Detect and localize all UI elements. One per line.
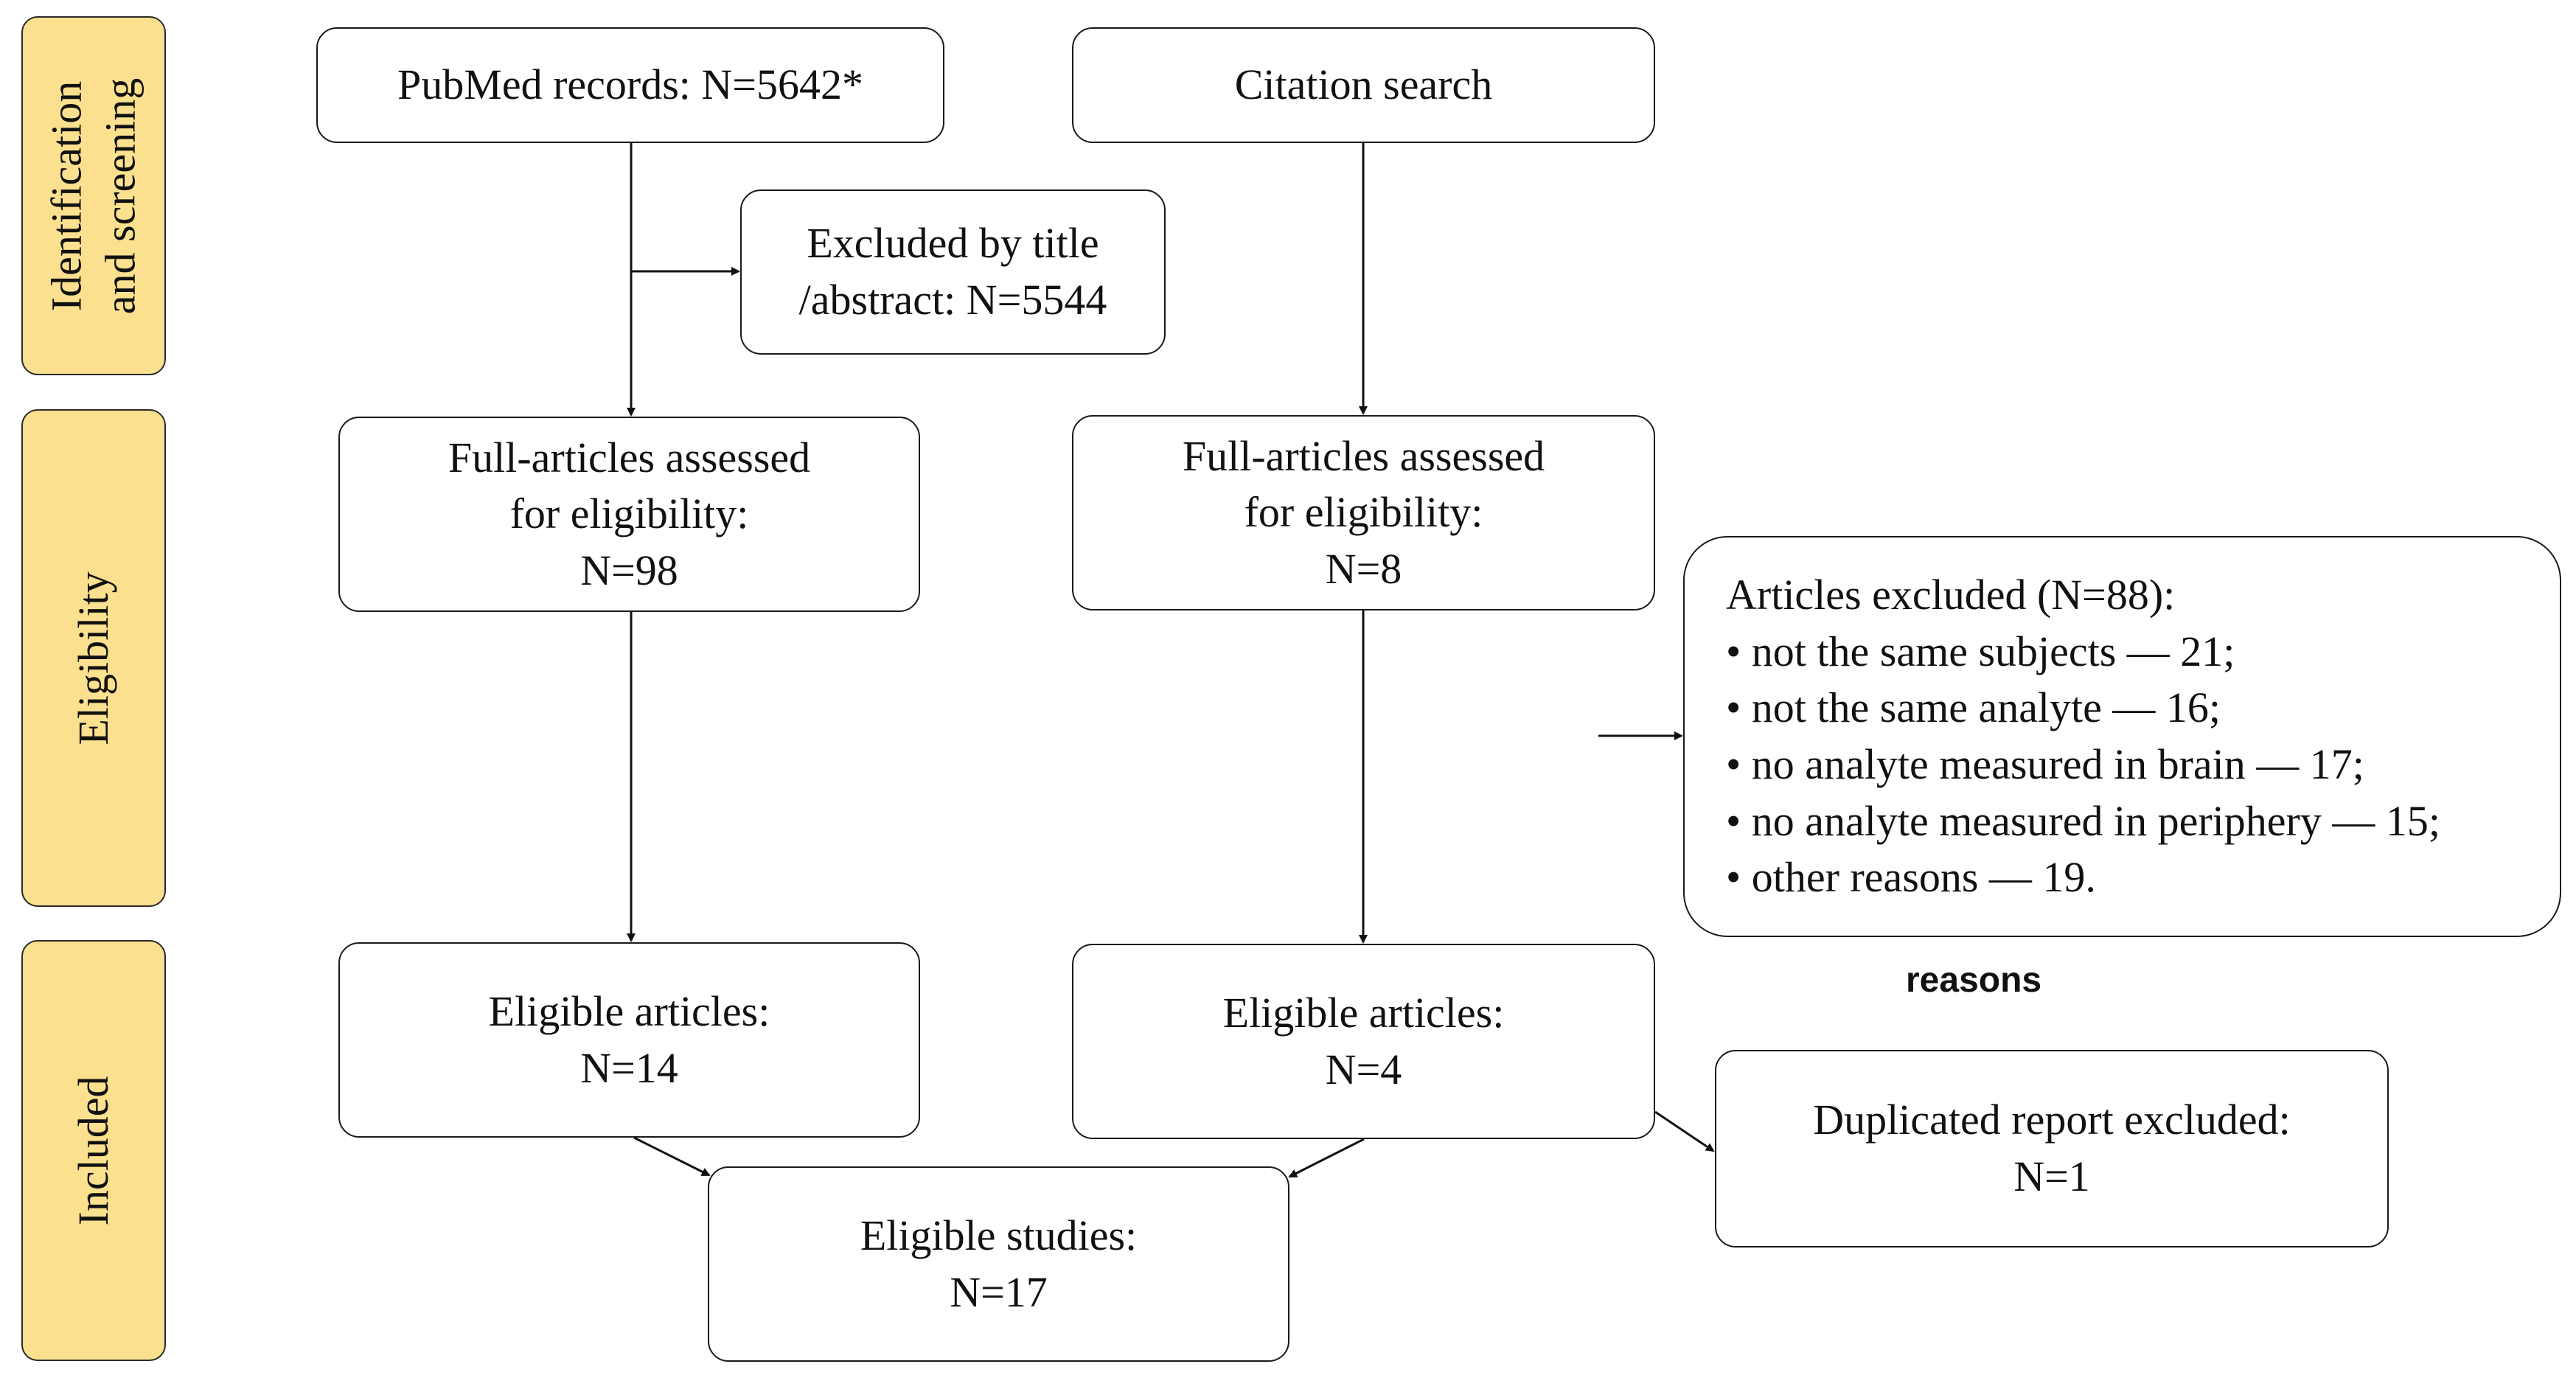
eligible-studies-box: Eligible studies: N=17 (708, 1166, 1289, 1362)
full-left-line1: Full-articles assessed (448, 433, 811, 481)
excluded-title-line2: /abstract: N=5544 (798, 276, 1107, 324)
stage-identification: Identification and screening (21, 16, 166, 375)
citation-search-text: Citation search (1234, 60, 1493, 109)
eligible-right-line1: Eligible articles: (1222, 988, 1505, 1037)
full-left-line2: for eligibility: (509, 490, 749, 538)
eligible-articles-right-box: Eligible articles: N=4 (1072, 944, 1655, 1139)
stray-reasons-text: reasons (1906, 961, 2042, 1000)
exclusion-reason: • no analyte measured in brain — 17; (1726, 740, 2364, 788)
duplicated-line1: Duplicated report excluded: (1813, 1096, 2291, 1144)
pubmed-records-text: PubMed records: N=5642* (397, 60, 863, 109)
stage-included: Included (21, 940, 166, 1361)
exclusion-reason: • not the same subjects — 21; (1726, 627, 2235, 675)
eligible-left-line1: Eligible articles: (488, 986, 770, 1035)
excluded-title-line1: Excluded by title (807, 219, 1099, 268)
duplicated-count: N=1 (2013, 1152, 2090, 1200)
full-right-count: N=8 (1325, 544, 1402, 593)
stage-eligibility: Eligibility (21, 409, 166, 907)
articles-excluded-title: Articles excluded (N=88): (1726, 571, 2176, 619)
excluded-title-abstract-box: Excluded by title /abstract: N=5544 (740, 189, 1166, 355)
full-right-line1: Full-articles assessed (1182, 431, 1545, 480)
arrow-eligible-right-to-studies (1288, 1138, 1365, 1178)
full-articles-left-box: Full-articles assessed for eligibility: … (338, 417, 920, 612)
articles-excluded-box: Articles excluded (N=88): • not the same… (1683, 536, 2561, 937)
citation-search-box: Citation search (1072, 27, 1655, 143)
arrow-eligible-left-to-studies (633, 1136, 711, 1177)
full-articles-right-box: Full-articles assessed for eligibility: … (1072, 415, 1655, 610)
arrow-to-duplicated (1654, 1110, 1715, 1152)
eligible-studies-line1: Eligible studies: (860, 1211, 1138, 1259)
exclusion-reason: • other reasons — 19. (1726, 853, 2096, 902)
eligible-articles-left-box: Eligible articles: N=14 (338, 942, 920, 1138)
full-left-count: N=98 (580, 546, 678, 594)
eligible-left-count: N=14 (580, 1043, 678, 1092)
exclusion-reason: • no analyte measured in periphery — 15; (1726, 796, 2440, 845)
exclusion-reason: • not the same analyte — 16; (1726, 683, 2221, 732)
duplicated-report-box: Duplicated report excluded: N=1 (1715, 1050, 2389, 1247)
pubmed-records-box: PubMed records: N=5642* (316, 27, 944, 143)
eligible-right-count: N=4 (1325, 1045, 1402, 1093)
full-right-line2: for eligibility: (1244, 488, 1483, 537)
eligible-studies-count: N=17 (950, 1267, 1048, 1316)
